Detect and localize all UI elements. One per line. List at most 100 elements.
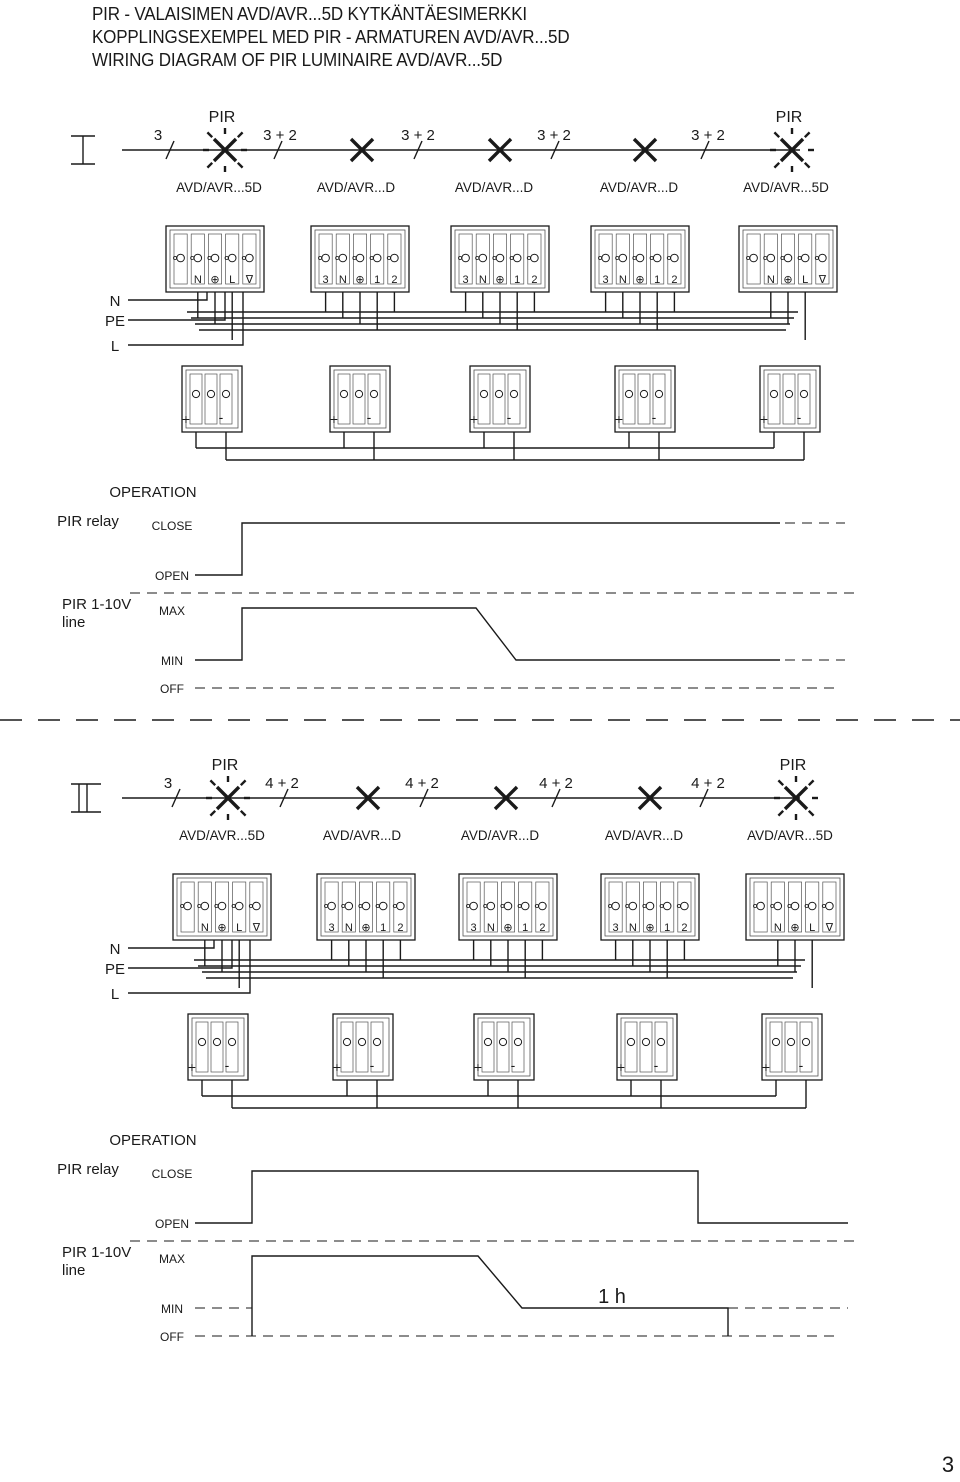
control-block: +- — [469, 365, 531, 433]
control-slot — [654, 1021, 668, 1073]
section-ii: II34 + 24 + 24 + 24 + 2PIRAVD/AVR...5DAV… — [57, 757, 858, 1344]
control-block-frame — [329, 365, 391, 433]
wire-count-label: 4 + 2 — [265, 775, 299, 792]
sensor-ray — [803, 131, 811, 139]
terminal-dot — [666, 256, 671, 260]
cross-stroke — [783, 785, 809, 811]
terminal-dot — [241, 256, 246, 260]
wire-tick — [700, 140, 710, 160]
terminal-label: ∇ — [825, 922, 834, 934]
terminal-label: 3 — [463, 274, 469, 286]
terminal-dot — [500, 904, 505, 908]
sensor-ray — [236, 161, 244, 169]
terminal-dot — [780, 256, 785, 260]
terminal-screw — [756, 901, 765, 911]
supply-label-pe: PE — [105, 961, 125, 978]
control-block: +- — [614, 365, 676, 433]
supply-label-pe: PE — [105, 313, 125, 330]
terminal-screw — [227, 253, 237, 263]
terminal-screw — [670, 253, 679, 263]
terminal-screw — [645, 901, 655, 911]
terminal-dot — [509, 256, 514, 260]
dim-plus-label: + — [470, 411, 478, 427]
pir-relay-label: PIR relay — [57, 1161, 119, 1178]
terminal-label: ⊕ — [361, 922, 370, 934]
terminal-screw — [601, 253, 610, 263]
luminaire-type-label: AVD/AVR...D — [605, 828, 684, 843]
terminal-label: L — [229, 274, 235, 286]
control-screw — [771, 1037, 781, 1047]
supply-label-n: N — [110, 941, 121, 958]
terminal-screw — [355, 253, 365, 263]
luminaire-symbol: AVD/AVR...D — [323, 785, 401, 843]
control-slot — [367, 373, 381, 425]
sensor-ray — [777, 809, 785, 817]
terminal-screw — [635, 253, 645, 263]
terminal-screw — [790, 901, 800, 911]
dim-minus-label: - — [654, 1057, 659, 1073]
sensor-ray — [803, 161, 811, 169]
terminal-label: N — [629, 922, 637, 934]
control-screw — [786, 1037, 796, 1047]
sensor-ray — [777, 779, 785, 787]
terminal-label: ⊕ — [355, 274, 364, 286]
terminal-dot — [763, 256, 768, 260]
control-slot — [507, 373, 521, 425]
control-block-frame — [616, 1013, 678, 1081]
control-block-frame — [473, 1013, 535, 1081]
control-screw — [197, 1037, 207, 1047]
terminal-label: 2 — [531, 274, 537, 286]
control-block-inner — [763, 369, 817, 429]
dim-trace — [251, 1255, 729, 1336]
terminal-dot — [197, 904, 202, 908]
terminal-dot — [632, 256, 637, 260]
control-screw — [624, 389, 634, 399]
wire-count-label: 3 — [154, 127, 162, 144]
luminaire-type-label: AVD/AVR...5D — [747, 828, 833, 843]
control-block: +- — [761, 1013, 823, 1081]
terminal-screw — [818, 253, 827, 263]
control-screw — [509, 389, 519, 399]
wire-count-label: 4 + 2 — [539, 775, 573, 792]
control-slot — [799, 1021, 813, 1073]
terminal-screw — [396, 901, 405, 911]
sensor-ray — [807, 809, 815, 817]
dim-plus-label: + — [760, 411, 768, 427]
control-slot — [204, 373, 218, 425]
terminal-screw — [327, 901, 336, 911]
sensor-ray — [206, 131, 214, 139]
pir-label: PIR — [780, 757, 807, 774]
terminal-label: 2 — [671, 274, 677, 286]
wire-tick — [165, 140, 175, 160]
control-screw — [227, 1037, 237, 1047]
terminal-screw — [469, 901, 478, 911]
dim-plus-label: + — [762, 1059, 770, 1075]
dim-minus-label: - — [507, 409, 512, 425]
terminal-screw — [538, 901, 547, 911]
wire-tick — [551, 788, 561, 808]
control-block: +- — [473, 1013, 535, 1081]
dim-plus-label: + — [188, 1059, 196, 1075]
supply-pe-wire — [128, 940, 233, 969]
terminal-screw — [773, 901, 783, 911]
terminal-dot — [386, 256, 391, 260]
control-screw — [483, 1037, 493, 1047]
terminal-dot — [173, 256, 177, 260]
wire-count-label: 4 + 2 — [405, 775, 439, 792]
level-off: OFF — [160, 682, 184, 696]
terminal-label: 3 — [603, 274, 609, 286]
terminal-screw — [662, 901, 672, 911]
terminal-dot — [598, 256, 602, 260]
supply-n-wire — [128, 940, 215, 949]
control-block-inner — [333, 369, 387, 429]
wire-tick — [419, 788, 429, 808]
terminal-label: 3 — [323, 274, 329, 286]
terminal-block-inner — [742, 229, 834, 289]
control-screw — [221, 389, 231, 399]
supply-label-l: L — [111, 986, 119, 1003]
